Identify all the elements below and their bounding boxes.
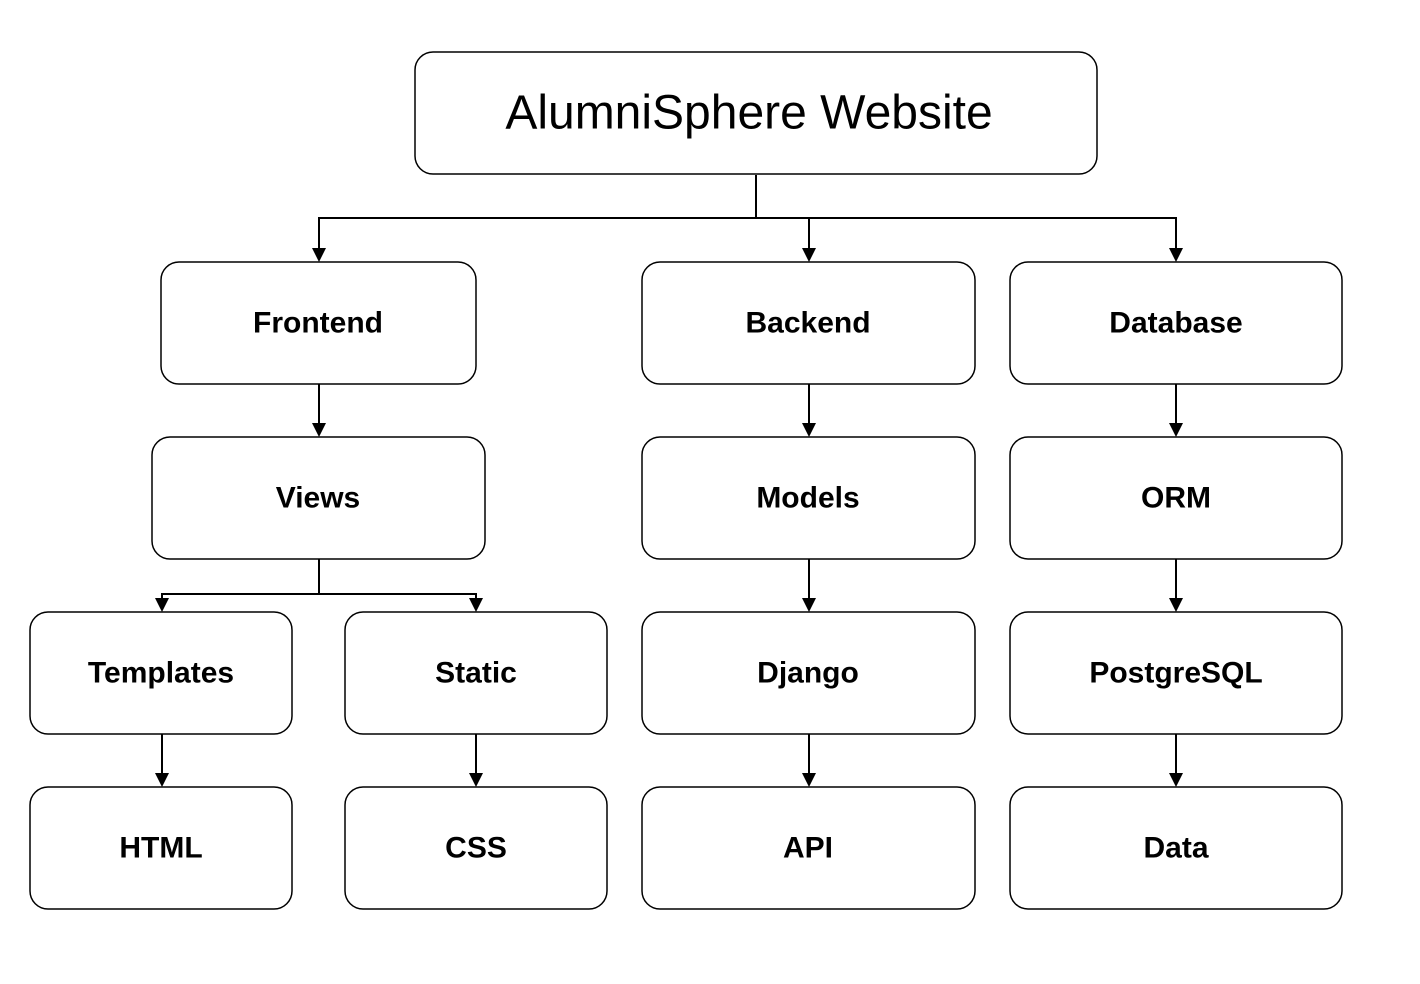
node-django-label: Django (757, 657, 859, 690)
arrowhead-frontend (312, 248, 326, 262)
node-templates: Templates (29, 611, 293, 735)
node-root-label: AlumniSphere Website (505, 87, 992, 140)
edges (155, 175, 1183, 787)
arrowhead-orm (1169, 423, 1183, 437)
arrowhead-static (469, 598, 483, 612)
node-data: Data (1009, 786, 1343, 910)
arrowhead-api (802, 773, 816, 787)
arrowhead-database (1169, 248, 1183, 262)
node-backend-label: Backend (745, 307, 870, 340)
nodes: AlumniSphere Website Frontend Backend Da… (29, 51, 1343, 910)
node-frontend-label: Frontend (253, 307, 383, 340)
node-frontend: Frontend (160, 261, 477, 385)
arrowhead-data (1169, 773, 1183, 787)
node-orm: ORM (1009, 436, 1343, 560)
node-backend: Backend (641, 261, 976, 385)
node-models: Models (641, 436, 976, 560)
node-api-label: API (783, 832, 833, 865)
arrowhead-django (802, 598, 816, 612)
edge-views-static (319, 593, 477, 602)
node-css-label: CSS (445, 832, 507, 865)
node-html: HTML (29, 786, 293, 910)
arrowhead-models (802, 423, 816, 437)
node-database-label: Database (1109, 307, 1242, 340)
node-css: CSS (344, 786, 608, 910)
arrowhead-templates (155, 598, 169, 612)
arrowhead-css (469, 773, 483, 787)
arrowhead-backend (802, 248, 816, 262)
node-static-label: Static (435, 657, 517, 690)
edge-root-backend (756, 217, 810, 252)
node-database: Database (1009, 261, 1343, 385)
edge-views-templates (161, 559, 320, 602)
node-html-label: HTML (119, 832, 202, 865)
node-data-label: Data (1143, 832, 1208, 865)
node-orm-label: ORM (1141, 482, 1211, 515)
node-views: Views (151, 436, 486, 560)
node-postgresql-label: PostgreSQL (1089, 657, 1262, 690)
edge-root-frontend (318, 175, 757, 252)
node-views-label: Views (276, 482, 361, 515)
node-postgresql: PostgreSQL (1009, 611, 1343, 735)
node-api: API (641, 786, 976, 910)
edge-root-database (809, 217, 1177, 252)
node-templates-label: Templates (88, 657, 234, 690)
node-static: Static (344, 611, 608, 735)
arrowhead-postgresql (1169, 598, 1183, 612)
node-django: Django (641, 611, 976, 735)
arrowhead-views (312, 423, 326, 437)
arrowhead-html (155, 773, 169, 787)
node-models-label: Models (756, 482, 859, 515)
node-root: AlumniSphere Website (414, 51, 1098, 175)
